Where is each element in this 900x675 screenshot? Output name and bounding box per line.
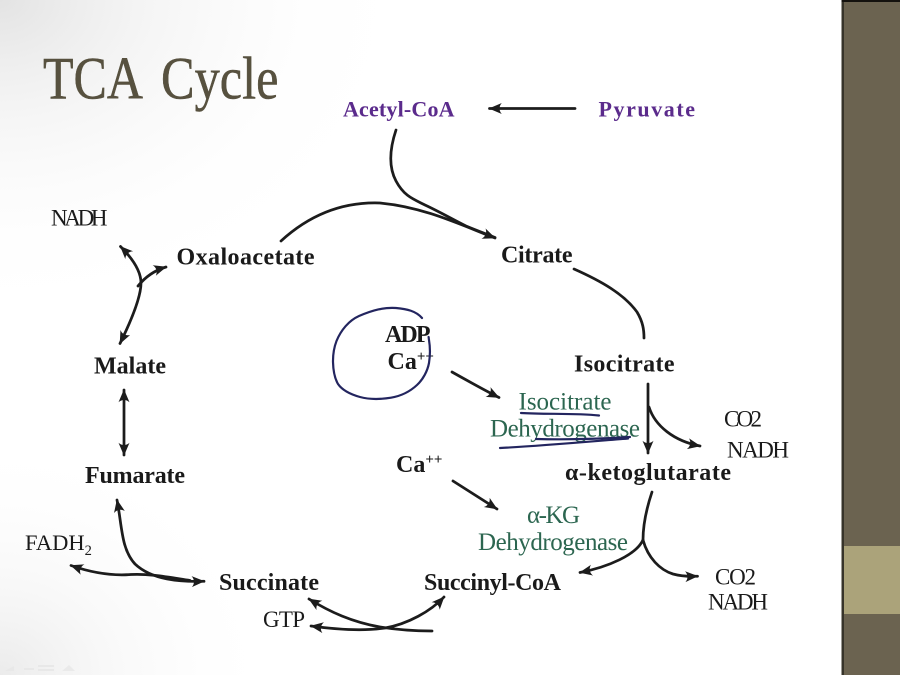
svg-text:Dehydrogenase: Dehydrogenase	[478, 529, 628, 556]
svg-text:NADH: NADH	[708, 590, 768, 615]
svg-text:Pyruvate: Pyruvate	[599, 97, 696, 122]
svg-text:α-KG: α-KG	[527, 502, 580, 529]
svg-text:Citrate: Citrate	[501, 243, 573, 269]
svg-text:Isocitrate: Isocitrate	[519, 389, 612, 416]
svg-text:Succinate: Succinate	[219, 570, 319, 596]
svg-text:Succinyl-CoA: Succinyl-CoA	[424, 570, 562, 596]
svg-text:CO2: CO2	[724, 407, 762, 432]
svg-text:α-ketoglutarate: α-ketoglutarate	[565, 460, 731, 486]
svg-text:GTP: GTP	[263, 607, 305, 632]
svg-text:CO2: CO2	[715, 565, 756, 590]
svg-text:Oxaloacetate: Oxaloacetate	[177, 245, 315, 271]
svg-text:NADH: NADH	[51, 206, 108, 231]
svg-text:TCA: TCA	[43, 46, 143, 112]
svg-text:ADP: ADP	[385, 322, 431, 348]
svg-text:Cycle: Cycle	[161, 46, 279, 112]
svg-text:FADH2: FADH2	[25, 530, 92, 559]
svg-text:Malate: Malate	[94, 354, 166, 380]
svg-text:Fumarate: Fumarate	[85, 463, 185, 489]
svg-text:NADH: NADH	[727, 438, 789, 463]
svg-text:Acetyl-CoA: Acetyl-CoA	[343, 97, 455, 122]
svg-text:Isocitrate: Isocitrate	[574, 352, 675, 378]
